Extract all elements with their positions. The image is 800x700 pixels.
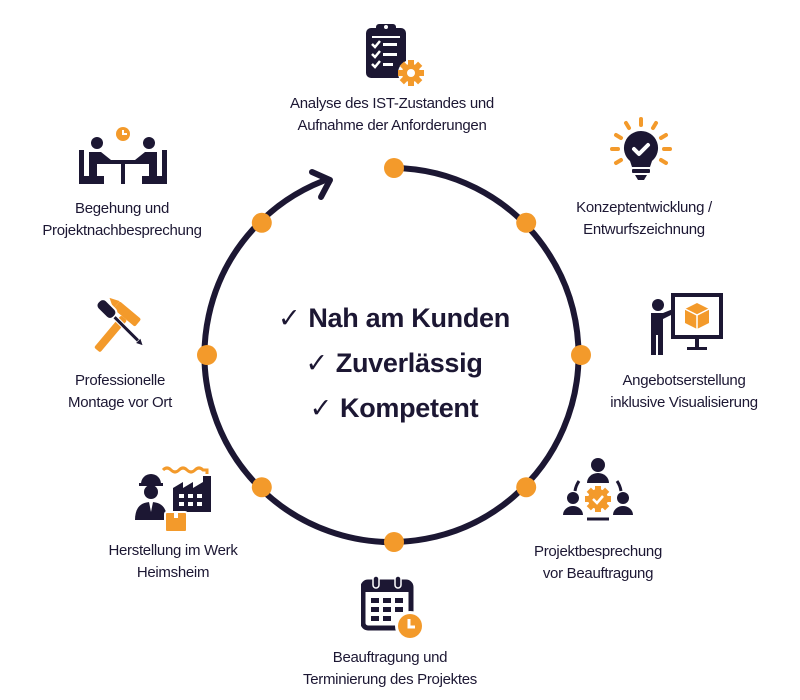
step-node <box>571 345 591 365</box>
label-line: Entwurfszeichnung <box>583 221 705 238</box>
label-line: Herstellung im Werk <box>108 542 238 559</box>
step-label-beauftragung: Beauftragung und Terminierung des Projek… <box>303 647 477 691</box>
label-line: Aufnahme der Anforderungen <box>297 117 487 134</box>
step-label-besprechung: Projektbesprechung vor Beauftragung <box>534 541 662 585</box>
step-label-analyse: Analyse des IST-Zustandes und Aufnahme d… <box>290 93 494 137</box>
claim-text: Zuverlässig <box>335 348 483 378</box>
presentation-cube-icon <box>651 293 723 355</box>
label-line: Beauftragung und <box>332 649 448 666</box>
step-node <box>384 532 404 552</box>
worker-factory-icon <box>135 466 211 533</box>
label-line: Projektnachbesprechung <box>42 222 202 239</box>
claim-row: ✓Zuverlässig <box>278 341 510 386</box>
check-icon: ✓ <box>305 348 328 378</box>
claim-text: Kompetent <box>340 393 479 423</box>
claim-row: ✓Kompetent <box>278 386 510 431</box>
label-line: Heimsheim <box>136 564 210 581</box>
label-line: Analyse des IST-Zustandes und <box>290 95 494 112</box>
calendar-clock-icon <box>361 575 425 641</box>
check-icon: ✓ <box>278 303 301 333</box>
meeting-table-icon <box>79 127 167 184</box>
step-label-begehung: Begehung und Projektnachbesprechung <box>42 198 202 242</box>
label-line: Konzeptentwicklung / <box>576 199 712 216</box>
lightbulb-check-icon <box>610 117 672 180</box>
claim-text: Nah am Kunden <box>308 303 510 333</box>
step-label-montage: Professionelle Montage vor Ort <box>68 370 172 414</box>
cycle-ring <box>201 165 582 545</box>
step-label-angebot: Angebotserstellung inklusive Visualisier… <box>610 370 758 414</box>
label-line: Montage vor Ort <box>68 394 172 411</box>
step-node <box>251 212 272 233</box>
step-label-konzept: Konzeptentwicklung / Entwurfszeichnung <box>576 197 712 241</box>
step-node <box>384 158 404 178</box>
label-line: vor Beauftragung <box>542 565 654 582</box>
label-line: inklusive Visualisierung <box>610 394 758 411</box>
label-line: Begehung und <box>74 200 169 217</box>
label-line: Angebotserstellung <box>622 372 746 389</box>
step-node <box>516 477 537 498</box>
claim-row: ✓Nah am Kunden <box>278 296 510 341</box>
team-gear-icon <box>563 458 633 521</box>
step-node <box>197 345 217 365</box>
label-line: Projektbesprechung <box>533 543 663 560</box>
step-label-herstellung: Herstellung im Werk Heimsheim <box>108 540 237 584</box>
center-claims: ✓Nah am Kunden ✓Zuverlässig ✓Kompetent <box>278 296 510 431</box>
step-node <box>251 477 272 498</box>
label-line: Professionelle <box>74 372 166 389</box>
check-icon: ✓ <box>309 393 333 423</box>
clipboard-gear-icon <box>366 24 424 86</box>
label-line: Terminierung des Projektes <box>303 671 477 688</box>
cycle-arrow-head <box>309 169 333 200</box>
step-node <box>516 212 537 233</box>
hammer-screwdriver-icon <box>94 297 143 352</box>
